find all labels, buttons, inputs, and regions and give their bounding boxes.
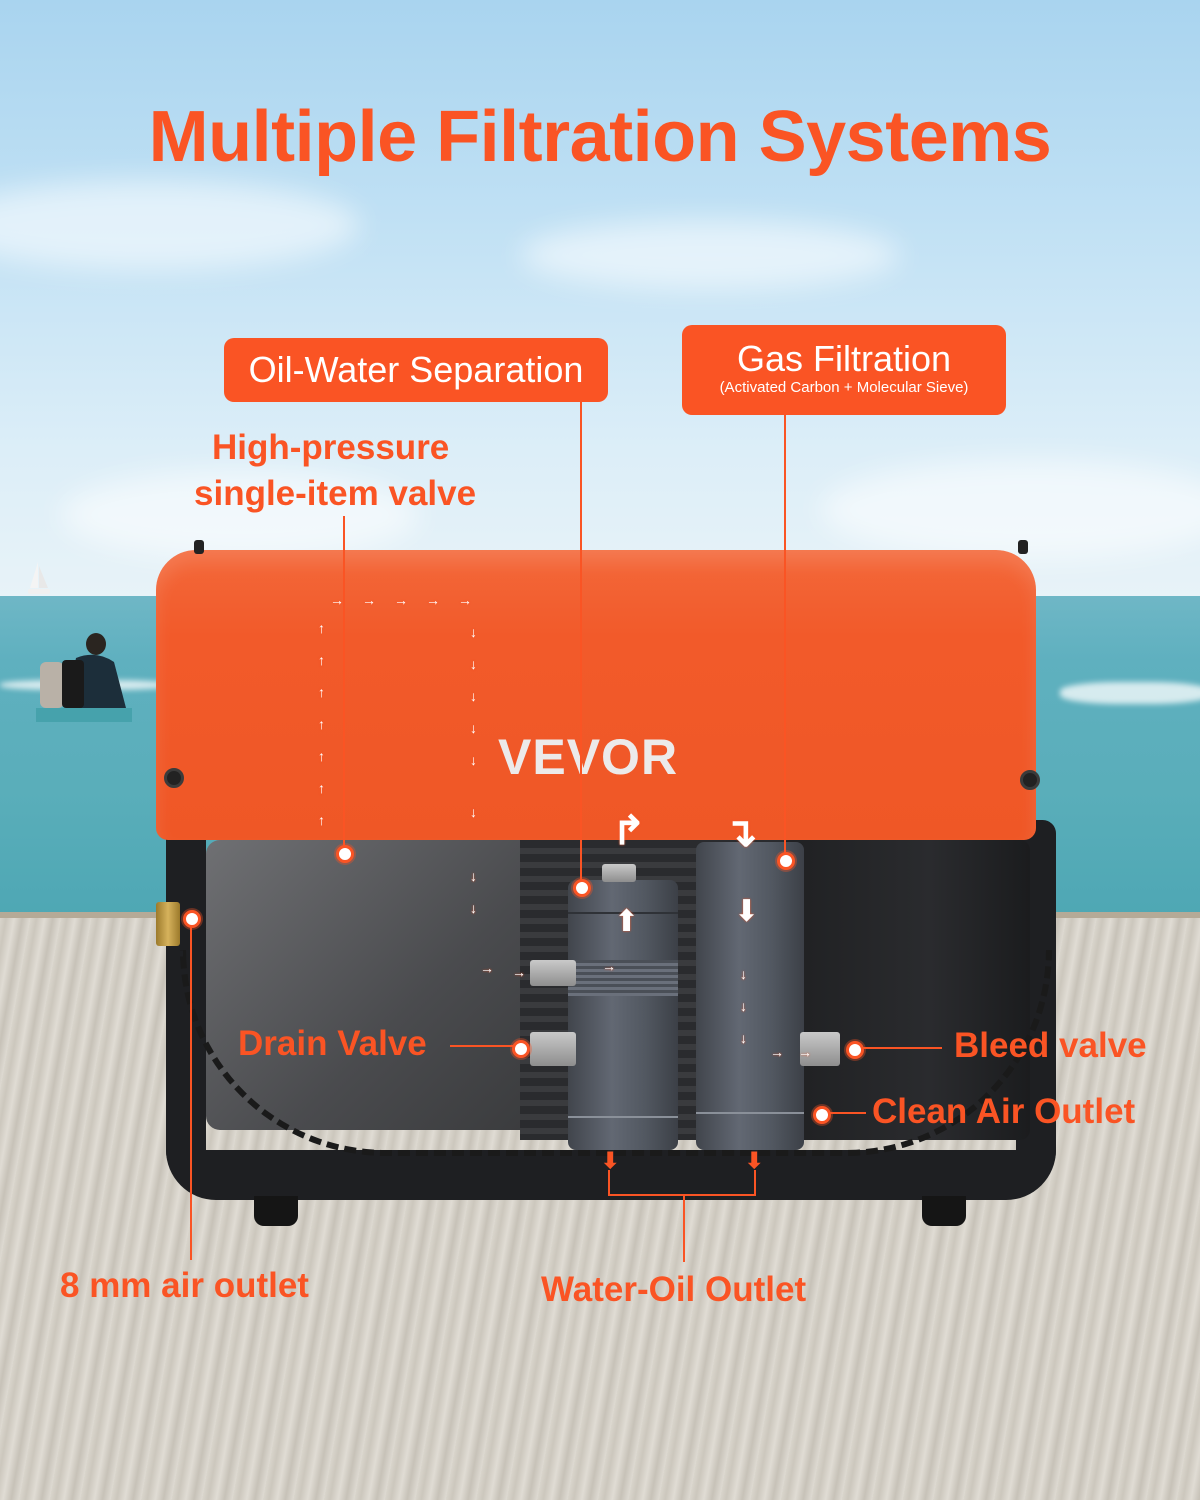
oil-water-separation-label: Oil-Water Separation [248,349,584,390]
drain-arrow-down-icon: ⬇ [601,1148,620,1173]
gas-filtration-sublabel: (Activated Carbon + Molecular Sieve) [719,379,969,396]
flow-arrow-up-icon: ↑ [318,812,325,828]
flow-arrow-down-icon: ↓ [470,720,477,736]
wave [1060,682,1200,704]
flow-arrow-up-icon: ↑ [318,684,325,700]
high-pressure-valve-label-line2: single-item valve [194,474,477,513]
flow-arrow-down-icon: ↓ [470,804,477,820]
flow-arrow-down-icon: ↓ [470,900,477,916]
flow-arrow-right-icon: → [362,592,376,608]
callout-dot-gas-filtration [777,852,795,870]
flow-arrow-right-icon: → [798,1044,812,1060]
inlet-fitting [530,960,576,986]
high-pressure-valve-label-line1: High-pressure [212,428,450,467]
drain-fitting [530,1032,576,1066]
callout-dot-high-pressure [336,845,354,863]
bleed-valve-label: Bleed valve [954,1026,1147,1065]
frame-foot [254,1196,298,1226]
cover-bolt [164,768,184,788]
cloud [60,470,420,560]
frame-base-bar [166,1150,1056,1200]
big-arrow-down-icon: ⬇ [734,895,760,928]
turn-down-arrow-icon: ↴ [724,811,758,855]
clean-air-outlet-label: Clean Air Outlet [872,1092,1136,1131]
flow-arrow-right-icon: → [426,592,440,608]
sky-background [0,0,1200,600]
orange-cover [156,550,1036,840]
water-oil-outlet-label: Water-Oil Outlet [541,1270,807,1309]
callout-dot-drain-valve [512,1040,530,1058]
flow-arrow-down-icon: ↓ [470,656,477,672]
flow-arrow-up-icon: ↑ [318,652,325,668]
callout-dot-bleed-valve [846,1041,864,1059]
flow-arrow-right-icon: → [394,592,408,608]
cover-knob [1018,540,1028,554]
drain-valve-label: Drain Valve [238,1024,427,1063]
cloud [0,180,360,270]
callout-dot-oil-water [573,879,591,897]
flow-arrow-down-icon: ↓ [470,688,477,704]
big-arrow-up-icon: ⬆ [614,905,640,938]
flow-arrow-down-icon: ↓ [740,966,747,982]
flow-arrow-right-icon: → [480,960,494,976]
water-oil-outlet-bracket [608,1170,756,1196]
drain-arrow-down-icon: ⬇ [745,1148,764,1173]
brass-air-outlet [156,902,180,946]
sailboat-icon [28,562,50,594]
oil-water-separation-badge: Oil-Water Separation [224,338,608,402]
flow-arrow-down-icon: ↓ [470,752,477,768]
frame-foot [922,1196,966,1226]
leader-line-clean-air [824,1112,866,1114]
turn-right-arrow-icon: ↱ [612,809,646,853]
flow-arrow-up-icon: ↑ [318,716,325,732]
flow-arrow-down-icon: ↓ [740,998,747,1014]
air-outlet-8mm-label: 8 mm air outlet [60,1266,309,1305]
flow-arrow-up-icon: ↑ [318,748,325,764]
flow-arrow-up-icon: ↑ [318,780,325,796]
leader-line-8mm-outlet [190,920,192,1260]
cover-bolt [1020,770,1040,790]
leader-line-bleed [858,1047,942,1049]
page-title: Multiple Filtration Systems [148,97,1052,177]
vevor-logo: VEVOR [498,729,679,785]
cloud [520,220,900,290]
flow-arrow-right-icon: → [602,958,616,974]
leader-line-drain [450,1045,514,1047]
flow-arrow-down-icon: ↓ [470,868,477,884]
gas-filtration-badge: Gas Filtration (Activated Carbon + Molec… [682,325,1006,415]
flow-arrow-up-icon: ↑ [318,620,325,636]
leader-line-gas-filtration [784,414,786,858]
callout-dot-8mm-outlet [183,910,201,928]
leader-line-oil-water [580,400,582,884]
flow-arrow-right-icon: → [770,1044,784,1060]
flow-arrow-right-icon: → [330,592,344,608]
flow-arrow-right-icon: → [512,964,526,980]
gas-filtration-label: Gas Filtration [736,338,952,379]
leader-line-water-oil [683,1194,685,1262]
cover-knob [194,540,204,554]
flow-arrow-down-icon: ↓ [740,1030,747,1046]
scuba-diver-icon [36,633,132,722]
cloud [820,460,1200,560]
top-fitting [602,864,636,882]
flow-arrow-down-icon: ↓ [470,624,477,640]
oil-water-separator-cylinder [568,880,678,1150]
callout-dot-clean-air [813,1106,831,1124]
leader-line-high-pressure [343,516,345,850]
flow-arrow-right-icon: → [458,592,472,608]
